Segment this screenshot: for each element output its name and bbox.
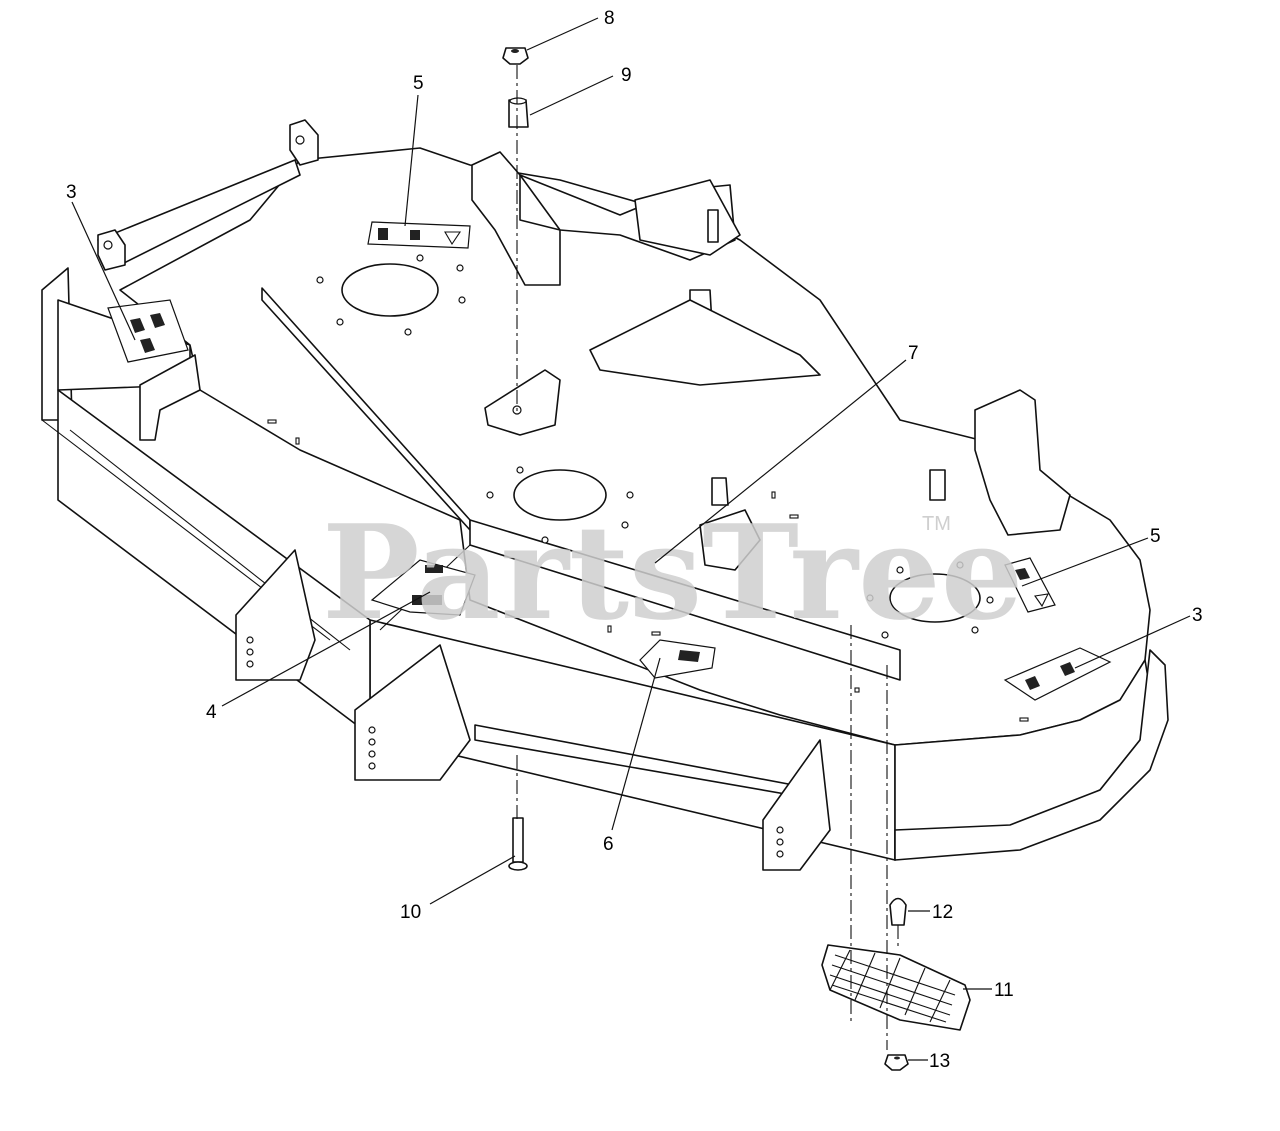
callout-3-right: 3 (1192, 605, 1203, 626)
decal-3-left (107, 299, 189, 363)
leader-lines (71, 17, 1191, 1061)
part-8-nut (502, 47, 529, 65)
left-end-bracket (139, 354, 201, 441)
watermark-text: PartsTree (322, 496, 1023, 649)
callout-8: 8 (604, 8, 615, 29)
spindle-openings (341, 263, 981, 623)
callout-10: 10 (400, 902, 421, 923)
callout-4: 4 (206, 702, 217, 723)
front-left-brackets (235, 549, 831, 871)
decal-3-right (1003, 647, 1112, 701)
callout-7: 7 (908, 343, 919, 364)
bolt-holes (316, 254, 994, 639)
part-9-spacer (508, 97, 529, 128)
part-11-step (821, 944, 971, 1031)
callout-5-right: 5 (1150, 526, 1161, 547)
callout-3-left: 3 (66, 182, 77, 203)
part-13-nut (884, 1054, 909, 1071)
lift-linkage (471, 151, 821, 571)
callout-12: 12 (932, 902, 953, 923)
callout-5-top: 5 (413, 73, 424, 94)
callout-6: 6 (603, 834, 614, 855)
rear-left-bracket (97, 119, 319, 271)
decal-4 (370, 559, 476, 616)
callout-11: 11 (994, 980, 1014, 1001)
part-12-bolt (889, 897, 907, 926)
decal-5-right (1004, 557, 1056, 613)
deck-slots (267, 419, 1029, 722)
assembly-centerlines (516, 65, 899, 1050)
rear-right-bracket (929, 389, 1071, 536)
callout-9: 9 (621, 65, 632, 86)
decal-6 (639, 639, 716, 679)
callout-13: 13 (929, 1051, 950, 1072)
watermark: PartsTree TM (322, 496, 1023, 649)
decal-5-top (367, 221, 471, 249)
callouts: 8 9 5 3 7 5 3 4 6 10 12 11 13 (66, 8, 1203, 1072)
part-10-bolt (508, 817, 528, 871)
watermark-trademark: TM (922, 513, 951, 535)
